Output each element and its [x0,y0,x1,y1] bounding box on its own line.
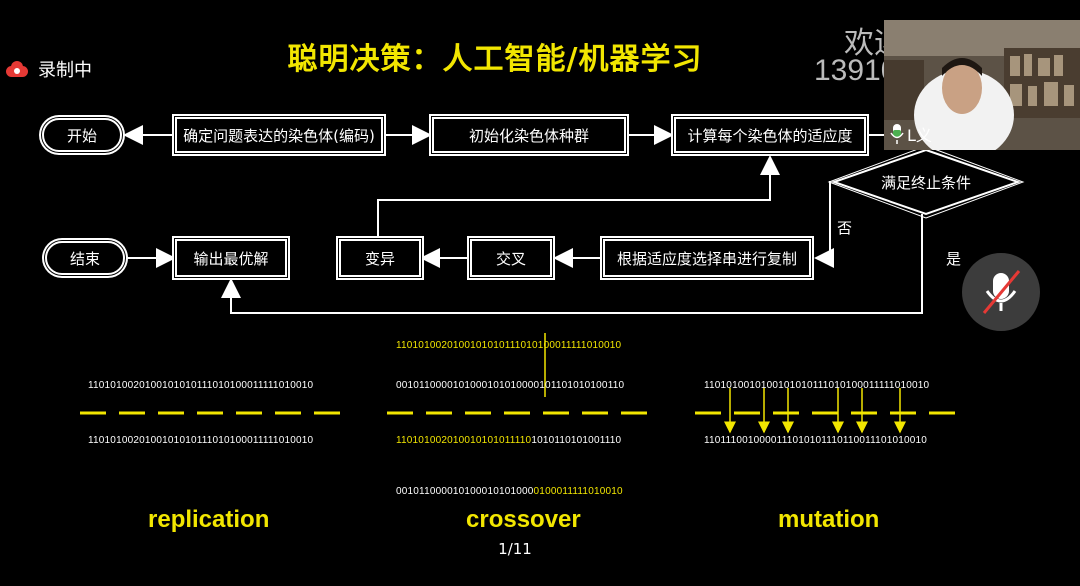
mutation-child-bits: 1101110010000111010101110110011101010010 [704,435,928,446]
participant-name: L义 [907,126,932,145]
recording-label: 录制中 [38,60,92,81]
cloud-record-icon [4,60,30,78]
mutation-label: mutation [778,506,880,533]
mutation-parent-bits: 1101010010100101010111010100011111010010 [704,380,930,391]
node-start: 开始 [42,118,122,152]
label-no: 否 [837,219,853,237]
replication-label: replication [148,506,270,533]
node-selection-replication: 根据适应度选择串进行复制 [603,239,811,277]
node-encode-chromosome: 确定问题表达的染色体(编码) [175,117,383,153]
page-indicator: 1/11 [498,540,532,558]
replication-child-bits: 1101010020100101010111010100011111010010 [88,435,314,446]
crossover-parent2-bits: 0010110000101000101010000101101010100110 [396,380,625,391]
node-termination-condition: 满足终止条件 [880,174,971,192]
webcam-video [884,20,1080,150]
webcam-tile[interactable]: L义 [884,20,1080,150]
mute-toggle-button[interactable] [962,253,1040,331]
crossover-parent1-bits: 1101010020100101010111010100011111010010 [396,340,622,351]
node-end: 结束 [45,241,125,275]
replication-parent-bits: 1101010020100101010111010100011111010010 [88,380,314,391]
label-yes: 是 [946,250,962,268]
overlay-phone: 13910 [814,54,898,87]
crossover-child2-bits: 0010110000101000101010000100011111010010 [396,486,623,497]
node-mutation: 变异 [339,239,421,277]
muted-microphone-icon [982,270,1021,314]
node-crossover: 交叉 [470,239,552,277]
crossover-label: crossover [466,506,581,533]
microphone-icon [890,124,904,144]
node-compute-fitness: 计算每个染色体的适应度 [674,117,866,153]
node-output-best: 输出最优解 [175,239,287,277]
crossover-child1-bits: 1101010020100101010111101010110101001110 [396,435,622,446]
recording-indicator: 录制中 [4,56,92,82]
node-init-population: 初始化染色体种群 [432,117,626,153]
slide-title: 聪明决策：人工智能/机器学习 [287,42,703,77]
